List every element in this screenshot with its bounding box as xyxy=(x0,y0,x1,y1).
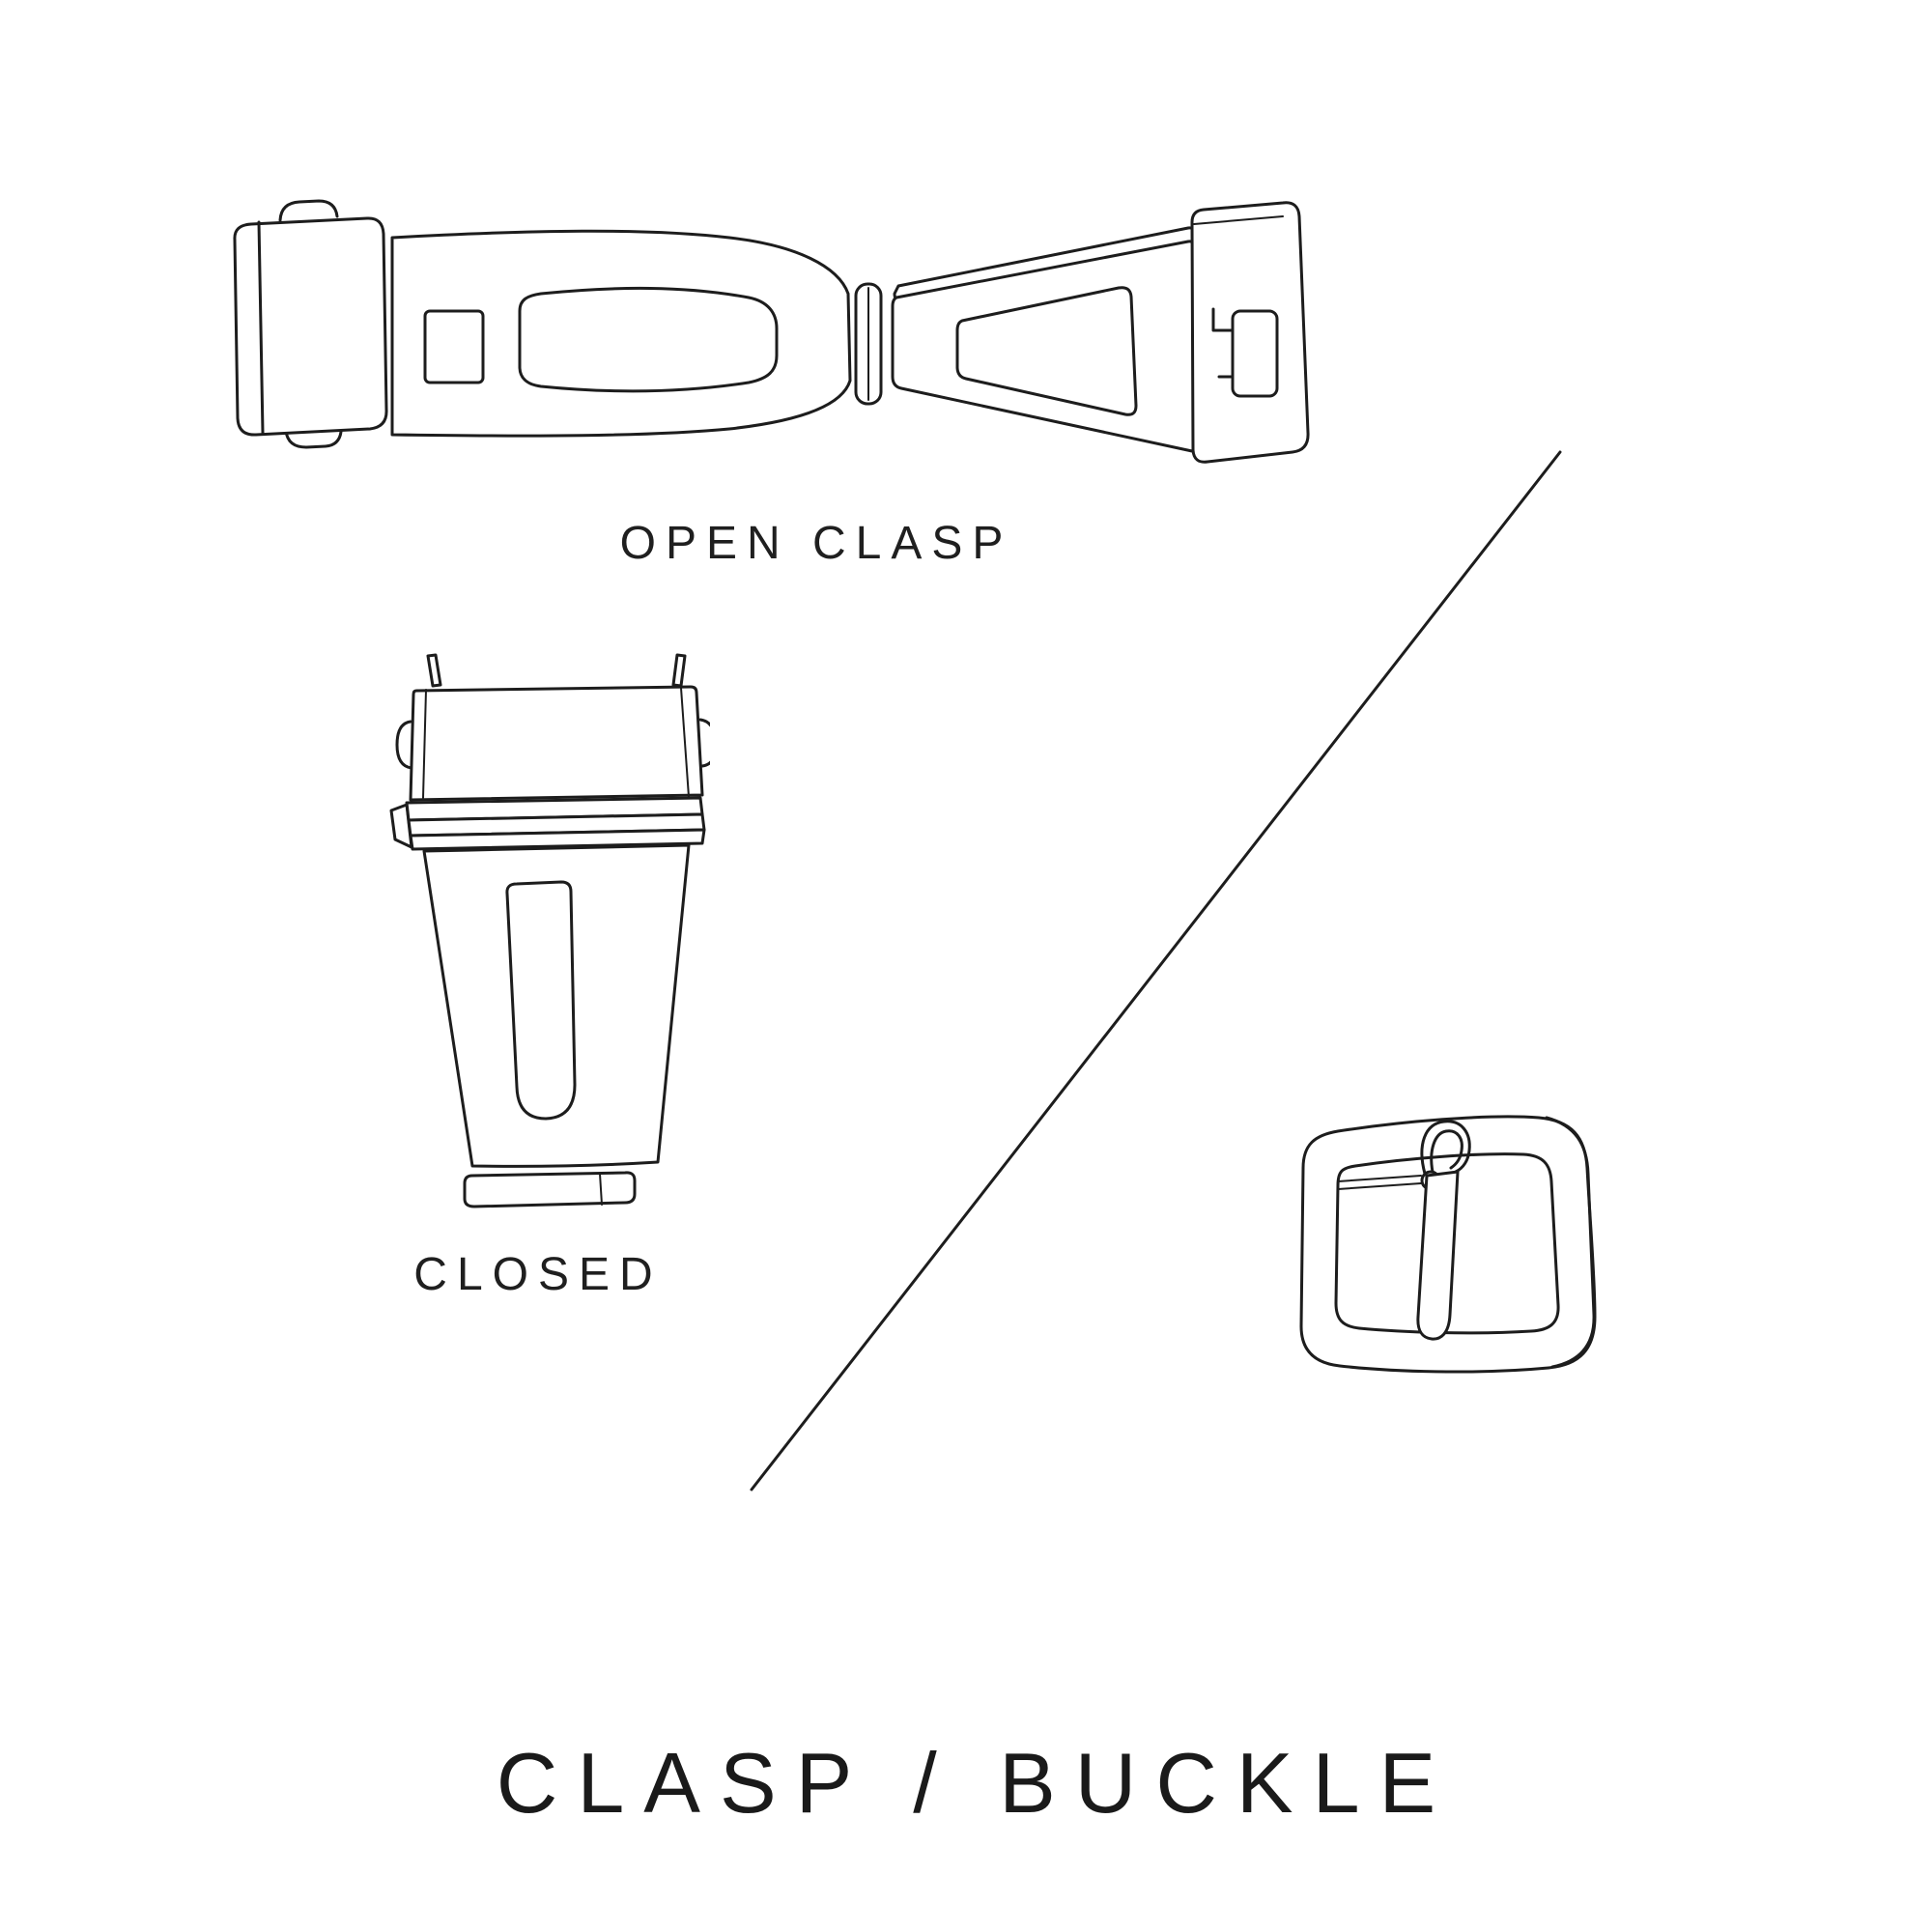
open-clasp-drawing xyxy=(233,199,1310,464)
tang-buckle-illustration xyxy=(1241,1087,1657,1435)
open-clasp-illustration xyxy=(222,184,1314,502)
closed-clasp-drawing xyxy=(389,653,710,1208)
closed-clasp-label: CLOSED xyxy=(413,1249,663,1300)
diagram-title: CLASP / BUCKLE xyxy=(496,1735,1456,1831)
open-clasp-label: OPEN CLASP xyxy=(619,518,1013,569)
tang-buckle-drawing xyxy=(1299,1115,1597,1374)
closed-clasp-illustration xyxy=(382,652,710,1212)
